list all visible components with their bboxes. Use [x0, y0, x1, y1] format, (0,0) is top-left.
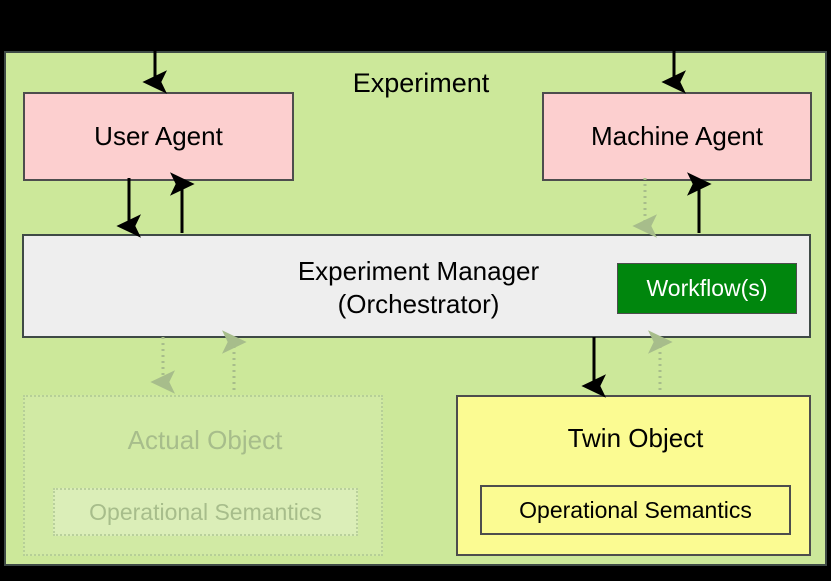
node-workflows-label: Workflow(s) [646, 275, 768, 301]
node-actual-object: Actual Object Operational Semantics [23, 395, 383, 556]
node-experiment-manager-label: Experiment Manager (Orchestrator) [24, 236, 813, 340]
manager-title-line1: Experiment Manager [297, 255, 540, 286]
node-twin-object-operational-semantics-label: Operational Semantics [519, 496, 752, 523]
node-user-agent[interactable]: User Agent [23, 92, 294, 181]
experiment-title: Experiment [352, 68, 490, 98]
node-user-agent-label: User Agent [94, 121, 223, 151]
node-workflows[interactable]: Workflow(s) [617, 263, 797, 314]
node-actual-object-operational-semantics: Operational Semantics [53, 488, 358, 536]
node-twin-object-operational-semantics[interactable]: Operational Semantics [480, 485, 791, 535]
node-twin-object[interactable]: Twin Object Operational Semantics [456, 395, 811, 556]
node-machine-agent-label: Machine Agent [590, 121, 763, 151]
node-twin-object-label: Twin Object [567, 423, 704, 453]
node-experiment-manager[interactable]: Experiment Manager (Orchestrator) Workfl… [22, 234, 811, 338]
node-actual-object-operational-semantics-label: Operational Semantics [89, 498, 322, 525]
manager-title-line2: (Orchestrator) [337, 289, 500, 319]
experiment-container: Experiment User Agent Machine Agent Expe… [4, 51, 827, 566]
node-actual-object-label: Actual Object [127, 425, 283, 455]
node-machine-agent[interactable]: Machine Agent [542, 92, 812, 181]
